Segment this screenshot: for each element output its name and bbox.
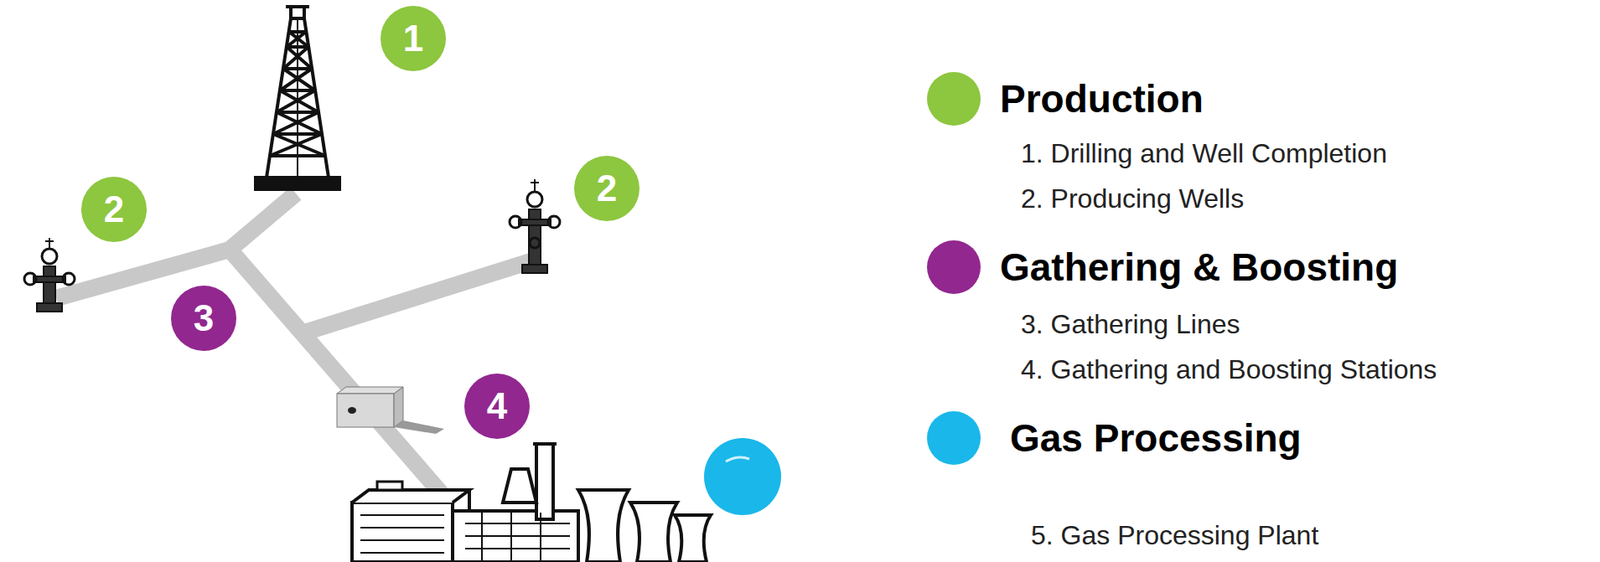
compressor-station (336, 387, 445, 435)
legend-swatch (926, 240, 981, 295)
wellhead (24, 238, 75, 312)
legend-item: 3. Gathering Lines (1020, 310, 1241, 338)
legend-item: 4. Gathering and Boosting Stations (1020, 356, 1437, 384)
legend-swatch (926, 72, 981, 126)
callout-circle: 1 (380, 5, 446, 72)
callout-circle: 2 (81, 176, 147, 243)
callout-circle: 4 (464, 373, 530, 440)
callout-number: 4 (486, 388, 508, 425)
legend-item: 1. Drilling and Well Completion (1020, 139, 1388, 167)
gas-processing-plant (352, 444, 711, 562)
callout-circle: 3 (170, 285, 237, 352)
gas-processing-marker (704, 438, 782, 516)
callout-number: 2 (103, 191, 125, 228)
legend-item: 5. Gas Processing Plant (1030, 522, 1319, 549)
callout-number: 3 (193, 300, 214, 337)
callout-number: 1 (403, 20, 424, 57)
wellhead (509, 179, 560, 274)
derrick (255, 6, 340, 190)
callout-number: 2 (596, 170, 617, 208)
legend-heading: Gathering & Boosting (999, 248, 1399, 287)
legend-item: 2. Producing Wells (1020, 185, 1244, 213)
legend-heading: Gas Processing (1009, 419, 1302, 458)
legend-swatch (926, 411, 981, 466)
callout-circle: 2 (574, 155, 640, 222)
legend-heading: Production (999, 79, 1204, 119)
